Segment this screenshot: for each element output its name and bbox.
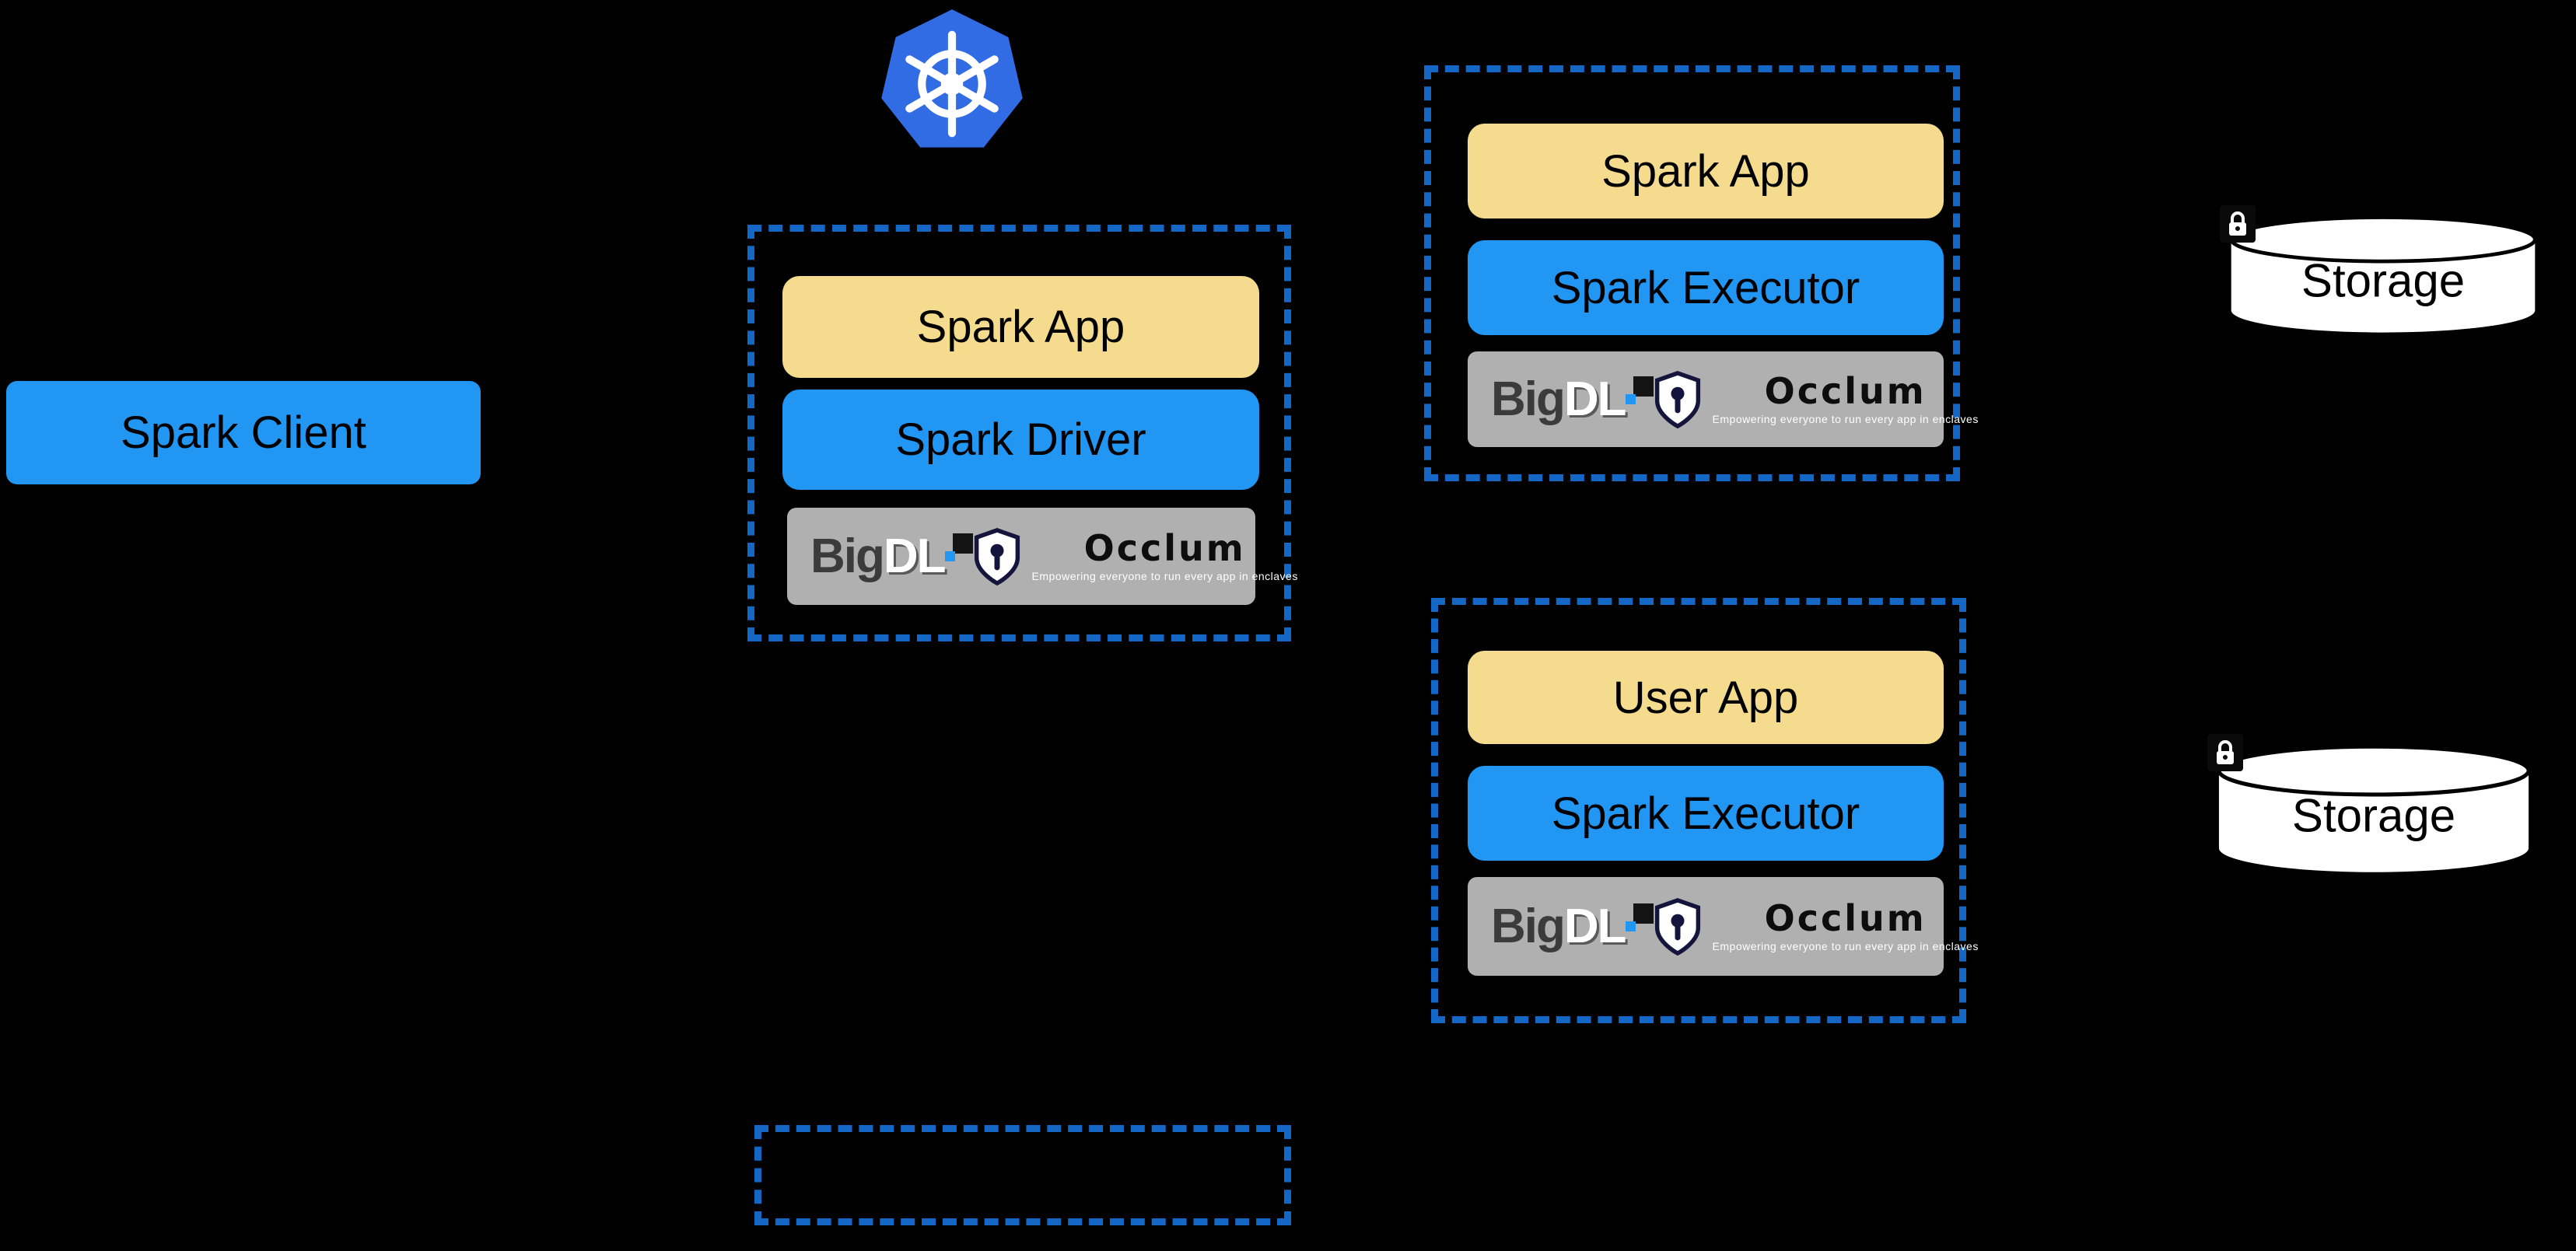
user-app-label: User App xyxy=(1612,672,1799,723)
bigdl-occlum-bar: Big DL Occlum Empowering everyone to run… xyxy=(787,508,1297,605)
legend-box xyxy=(754,1125,1291,1225)
bigdl-logo: Big DL xyxy=(1491,899,1654,954)
storage-cylinder-icon xyxy=(2217,744,2531,872)
driver-pod-group: Spark App Spark Driver Big DL Occlum Emp… xyxy=(747,225,1297,641)
bigdl-big-text: Big xyxy=(1491,900,1566,953)
occlum-wordmark: Occlum xyxy=(1764,370,1927,412)
spark-executor-node: Spark Executor xyxy=(1468,240,1944,335)
spark-client-node: Spark Client xyxy=(6,381,481,484)
spark-driver-node: Spark Driver xyxy=(782,390,1259,490)
spark-app-label: Spark App xyxy=(916,302,1125,352)
occlum-shield-icon xyxy=(974,527,1020,585)
spark-app-label: Spark App xyxy=(1601,145,1810,197)
executor-pod-group-bottom: User App Spark Executor Big DL Occlum Em… xyxy=(1431,598,1978,1023)
spark-executor-label: Spark Executor xyxy=(1551,788,1860,839)
lock-icon xyxy=(2220,205,2256,243)
spark-app-node: Spark App xyxy=(1468,124,1944,218)
bigdl-logo: Big DL xyxy=(810,529,973,584)
bigdl-big-text: Big xyxy=(1491,372,1566,426)
occlum-logo: Occlum Empowering everyone to run every … xyxy=(973,527,1298,586)
occlum-logo: Occlum Empowering everyone to run every … xyxy=(1654,897,1979,956)
occlum-shield-icon xyxy=(1654,370,1700,428)
spark-executor-label: Spark Executor xyxy=(1551,262,1860,313)
bigdl-dl-text: DL xyxy=(1563,372,1627,426)
occlum-tagline: Empowering everyone to run every app in … xyxy=(1712,940,1979,952)
kubernetes-helm-icon xyxy=(881,9,1023,148)
bigdl-occlum-bar: Big DL Occlum Empowering everyone to run… xyxy=(1468,351,1978,447)
spark-app-node: Spark App xyxy=(782,276,1259,378)
bigdl-square-icon xyxy=(1625,376,1654,404)
occlum-wordmark: Occlum xyxy=(1083,527,1246,569)
user-app-node: User App xyxy=(1468,651,1944,744)
storage-cylinder-top: Storage xyxy=(2220,205,2545,340)
kubernetes-logo-icon xyxy=(870,5,1034,163)
occlum-shield-icon xyxy=(1654,897,1700,956)
storage-label: Storage xyxy=(2301,254,2466,307)
storage-cylinder-bottom: Storage xyxy=(2207,734,2539,880)
occlum-wordmark: Occlum xyxy=(1764,897,1927,939)
lock-icon xyxy=(2207,734,2243,771)
bigdl-square-icon xyxy=(944,533,973,561)
bigdl-big-text: Big xyxy=(810,529,885,583)
storage-label: Storage xyxy=(2291,789,2456,842)
spark-client-label: Spark Client xyxy=(121,407,366,458)
spark-executor-node: Spark Executor xyxy=(1468,766,1944,861)
executor-pod-group-top: Spark App Spark Executor Big DL Occlum E… xyxy=(1424,65,1978,481)
spark-driver-label: Spark Driver xyxy=(895,414,1146,465)
bigdl-logo: Big DL xyxy=(1491,372,1654,427)
occlum-logo: Occlum Empowering everyone to run every … xyxy=(1654,370,1979,429)
bigdl-occlum-bar: Big DL Occlum Empowering everyone to run… xyxy=(1468,877,1978,976)
occlum-tagline: Empowering everyone to run every app in … xyxy=(1712,413,1979,425)
bigdl-dl-text: DL xyxy=(1563,900,1627,953)
bigdl-square-icon xyxy=(1625,903,1654,931)
occlum-tagline: Empowering everyone to run every app in … xyxy=(1031,570,1298,582)
bigdl-dl-text: DL xyxy=(883,529,947,583)
